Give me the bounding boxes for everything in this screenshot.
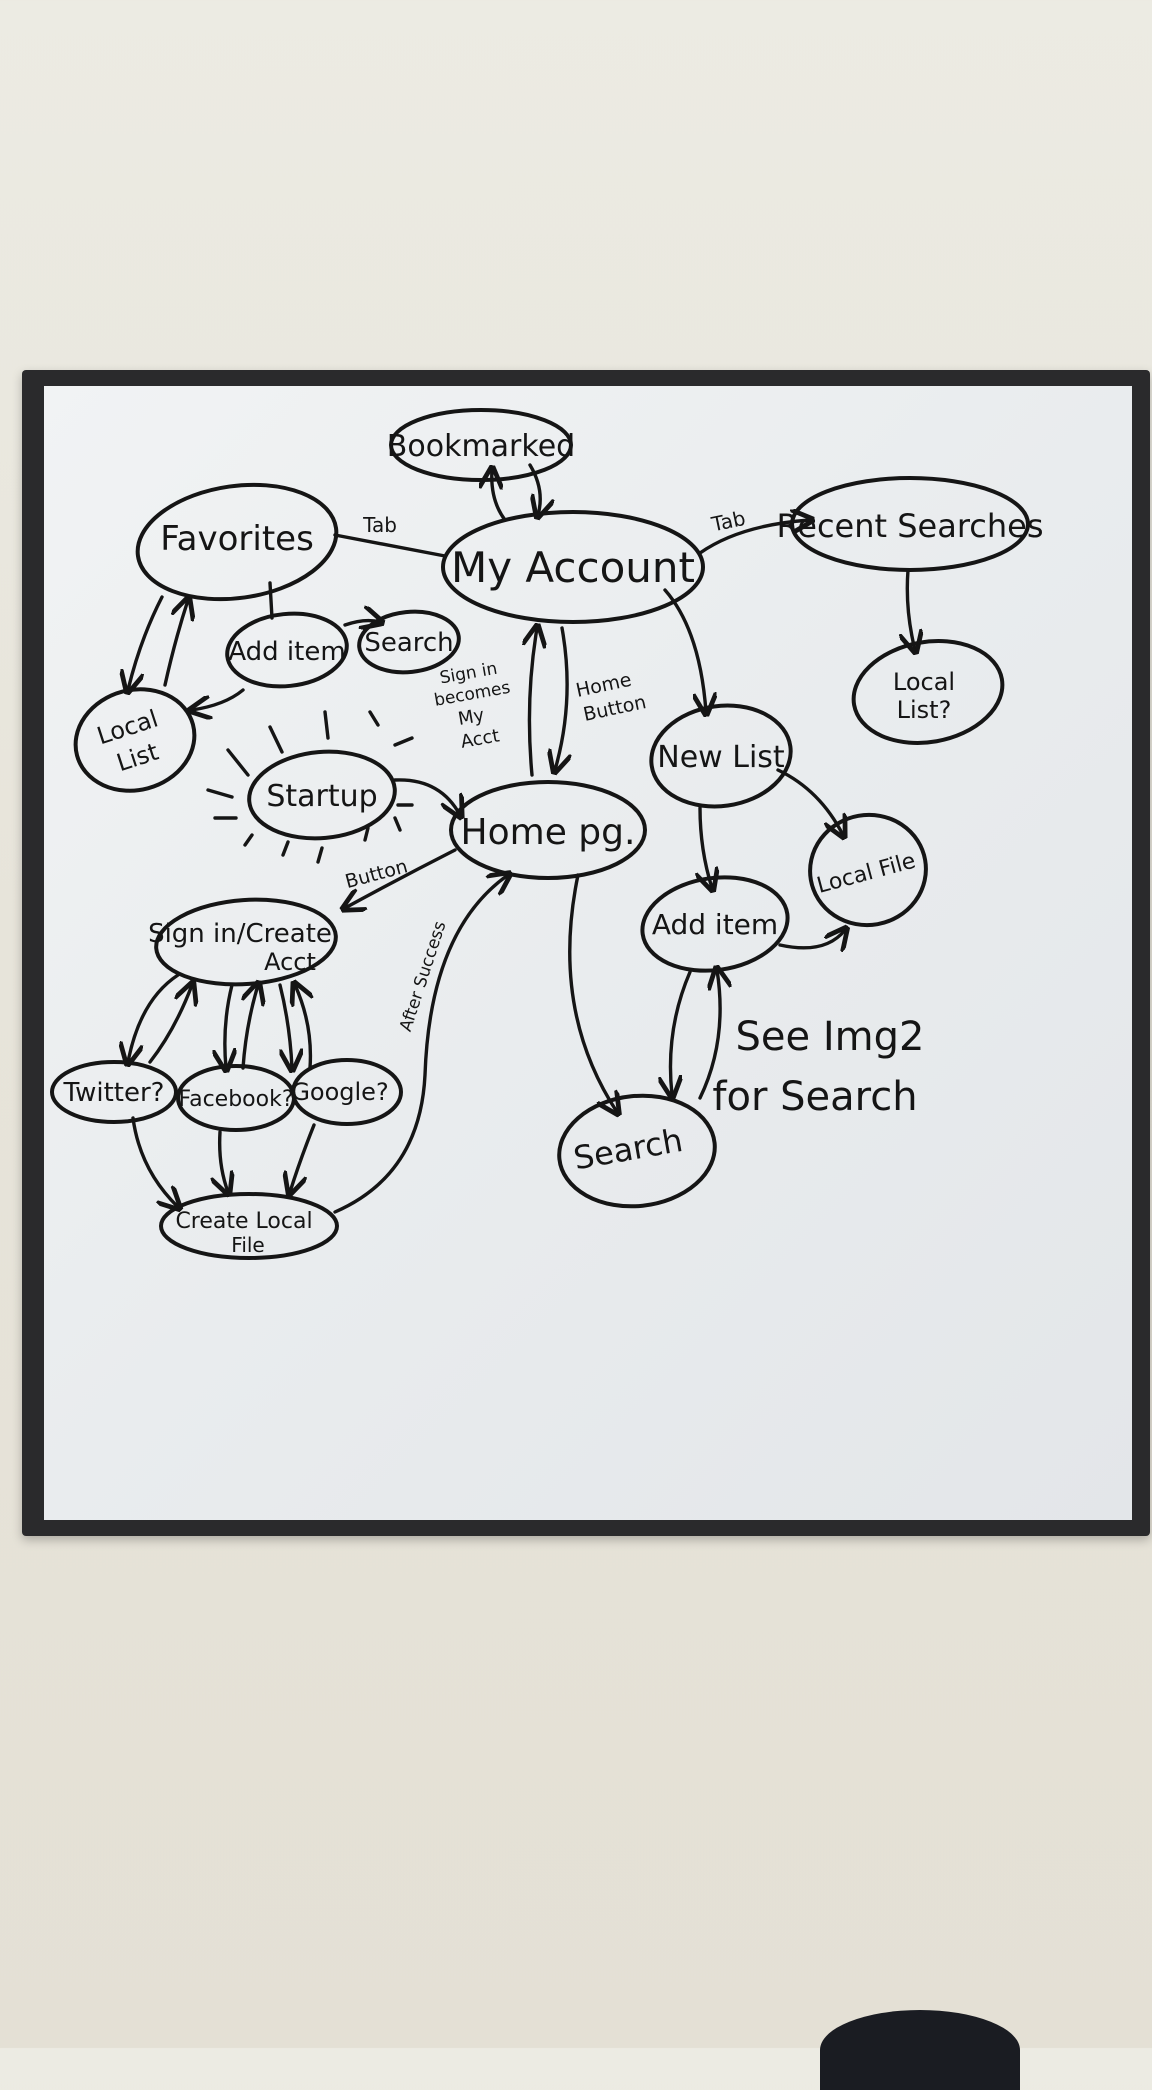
local-list-right-line1: Local — [893, 668, 955, 696]
node-bookmarked: Bookmarked — [387, 408, 575, 482]
edge-facebook-to-createfile — [220, 1130, 228, 1192]
node-favorites: Favorites — [135, 482, 339, 602]
edge-home-to-account — [529, 628, 537, 777]
sign-in-label-line2: Acct — [264, 948, 316, 976]
node-local-file: Local File — [808, 812, 928, 928]
note-line1: See Img2 — [736, 1014, 925, 1060]
node-add-item-right: Add item — [640, 875, 790, 973]
search-top-label: Search — [364, 628, 453, 658]
startup-label: Startup — [266, 779, 377, 814]
node-add-item-top: Add item — [225, 611, 349, 689]
edge-search-to-additem — [698, 970, 720, 1100]
bookmarked-label: Bookmarked — [387, 429, 575, 464]
node-new-list: New List — [649, 703, 793, 809]
node-local-list-left: Local List — [73, 687, 197, 793]
edge-favorites-to-addtop — [268, 581, 274, 620]
local-list-right-line2: List? — [897, 696, 952, 724]
startup-rays — [206, 710, 414, 864]
node-create-local-file: Create Local File — [159, 1192, 339, 1260]
new-list-label: New List — [657, 740, 785, 775]
edge-twitter-to-createfile — [131, 1116, 178, 1207]
note-line2: for Search — [712, 1074, 917, 1120]
node-my-account: My Account — [441, 510, 705, 624]
edge-locallist-to-favorites — [163, 600, 188, 687]
note-see-img2: See Img2 for Search — [712, 1014, 924, 1120]
edge-startup-to-home — [393, 778, 460, 815]
sign-in-becomes-line3: My — [456, 705, 486, 730]
add-item-right-label: Add item — [652, 908, 778, 941]
node-search-bottom: Search — [557, 1093, 717, 1209]
edge-newlist-to-additem — [700, 806, 712, 888]
google-label: Google? — [291, 1078, 388, 1106]
edge-google-to-signin — [295, 985, 310, 1070]
favorites-label: Favorites — [160, 519, 314, 559]
edge-account-to-bookmarked — [492, 470, 507, 522]
edge-recent-to-locallist — [907, 568, 915, 650]
node-home-pg: Home pg. — [449, 780, 647, 880]
node-sign-in-create-acct: Sign in/Create Acct — [148, 897, 338, 987]
dark-object-bottom-right — [820, 2010, 1020, 2090]
edge-account-to-newlist — [663, 588, 706, 712]
edge-home-to-signin — [345, 848, 457, 908]
edge-bookmarked-to-account — [528, 463, 540, 515]
edge-account-to-recent — [698, 520, 810, 555]
edge-createfile-to-home — [333, 875, 508, 1214]
sign-in-becomes-my-acct-label: Sign in becomes My Acct — [433, 659, 512, 753]
node-local-list-right: Local List? — [851, 639, 1005, 745]
edge-google-to-createfile — [290, 1123, 316, 1192]
edge-facebook-to-signin — [243, 985, 258, 1070]
node-twitter: Twitter? — [50, 1060, 178, 1124]
whiteboard-surface — [44, 386, 1132, 1520]
node-recent-searches: Recent Searches — [776, 476, 1044, 572]
button-label: Button — [343, 855, 410, 893]
edge-newlist-to-localfile — [776, 768, 843, 835]
edge-twitter-to-signin — [148, 985, 192, 1064]
edge-additem-to-search — [670, 970, 692, 1095]
edge-addtop-to-locallist — [192, 688, 245, 710]
twitter-label: Twitter? — [63, 1078, 165, 1108]
home-pg-label: Home pg. — [461, 812, 636, 853]
edge-favorites-account — [333, 533, 447, 558]
edge-account-to-home — [555, 626, 567, 770]
local-file-label: Local File — [814, 849, 918, 899]
node-search-top: Search — [357, 609, 461, 675]
create-local-file-line2: File — [231, 1233, 264, 1257]
sign-in-becomes-line4: Acct — [459, 725, 501, 752]
add-item-top-label: Add item — [228, 637, 345, 667]
create-local-file-line1: Create Local — [175, 1209, 312, 1234]
flow-diagram: Bookmarked Favorites My Account Recent S… — [50, 408, 1044, 1260]
tab-left-label: Tab — [362, 513, 397, 537]
home-button-label: Home Button — [574, 669, 648, 726]
edge-favorites-to-locallist — [128, 595, 164, 690]
sign-in-label-line1: Sign in/Create — [148, 919, 332, 949]
node-facebook: Facebook? — [176, 1064, 296, 1132]
facebook-label: Facebook? — [178, 1087, 293, 1112]
my-account-label: My Account — [451, 543, 695, 592]
node-startup: Startup — [247, 749, 397, 841]
edge-additem-to-localfile — [778, 930, 845, 948]
edge-signin-to-facebook-a — [225, 983, 232, 1068]
edge-home-to-search — [568, 873, 617, 1112]
search-bottom-label: Search — [571, 1121, 686, 1178]
recent-searches-label: Recent Searches — [776, 507, 1043, 545]
edge-signin-to-twitter — [128, 973, 180, 1062]
edge-signin-to-google — [278, 983, 292, 1068]
node-google: Google? — [291, 1058, 403, 1126]
after-success-label: After Success — [396, 919, 450, 1034]
